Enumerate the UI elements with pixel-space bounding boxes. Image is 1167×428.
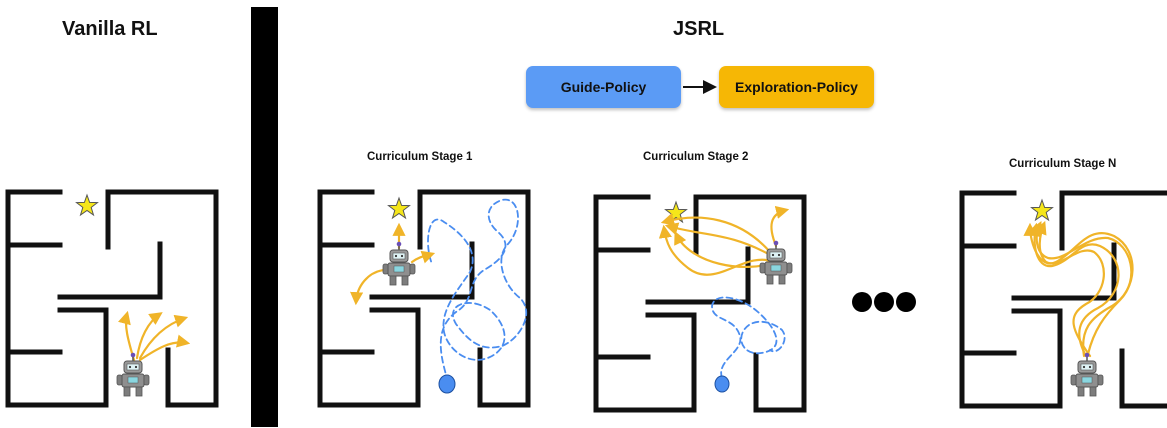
jsrl-title: JSRL xyxy=(673,18,725,40)
stage-label-1: Curriculum Stage 1 xyxy=(367,151,473,163)
vanilla-trajectories xyxy=(118,310,191,362)
stage-n-trajectories xyxy=(1023,220,1134,358)
divider-bar xyxy=(251,7,278,427)
ellipsis-dots xyxy=(852,292,916,312)
exploration-policy-box: Exploration-Policy xyxy=(719,66,874,108)
start-marker-2 xyxy=(714,375,730,393)
stage-label-n: Curriculum Stage N xyxy=(1009,158,1117,170)
guide-policy-box: Guide-Policy xyxy=(526,66,681,108)
maze-vanilla xyxy=(8,192,216,405)
maze-stage-n xyxy=(962,193,1167,406)
stage-label-2: Curriculum Stage 2 xyxy=(643,151,749,163)
exploration-path-1 xyxy=(427,198,527,383)
vanilla-rl-title: Vanilla RL xyxy=(62,18,158,40)
exploration-path-2 xyxy=(711,296,786,379)
maze-stage-2 xyxy=(596,197,804,410)
start-marker-1 xyxy=(438,374,456,394)
maze-stage-1 xyxy=(320,192,528,405)
